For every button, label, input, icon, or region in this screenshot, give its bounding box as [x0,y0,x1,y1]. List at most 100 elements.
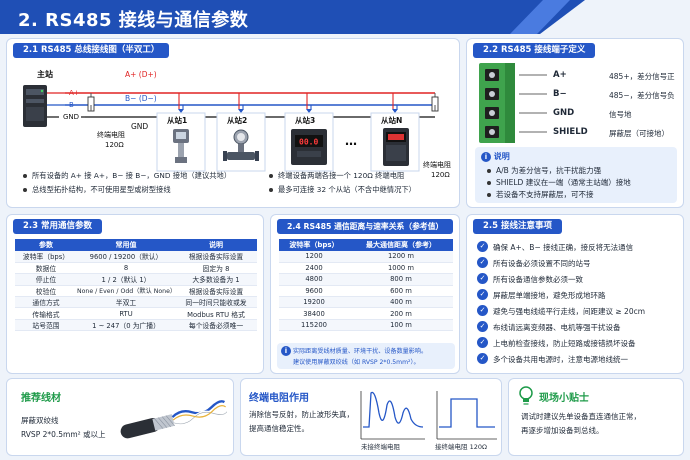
line-gnd-label: GND [131,122,148,131]
tip-title: 现场小贴士 [539,393,589,404]
left-resistor-value: 120Ω [105,141,124,149]
caution-item: 屏蔽层单端接地，避免形成地环路 [493,291,606,300]
twisted-pair-cable-icon [120,400,229,439]
more-slaves-ellipsis: … [345,134,357,148]
cable-title: 推荐线材 [21,393,61,404]
distance-col-header: 波特率（bps） [279,239,349,251]
caution-item: 避免与强电线缆平行走线，间距建议 ≥ 20cm [493,307,646,316]
meter-display-value: 00.0 [299,138,318,147]
page-title: 2. RS485 接线与通信参数 [18,10,249,31]
flowmeter-icon [223,129,259,161]
pressure-transmitter-icon [173,129,189,163]
terminal-block-image [479,63,515,143]
tip-text-2: 再逐步增加设备到总线。 [521,426,604,435]
caution-item: 所有设备必须设置不同的站号 [493,259,591,268]
terminal-definition-card: 2.2 RS485 接线端子定义 A+ 485+，差分信号正 B− 485−，差… [466,38,684,208]
slave-1-label: 从站1 [167,115,187,125]
waveform-with-resistor [436,391,497,440]
field-tip-card: 现场小贴士 调试时建议先单设备直连通信正常， 再逐步增加设备到总线。 [508,378,684,456]
table-row: 通信方式半双工同一时间只能收或发 [15,296,257,309]
terminal-note: A/B 为差分信号，抗干扰能力强 [487,165,601,176]
check-icon: ✓ [477,305,488,316]
master-label: 主站 [37,69,53,79]
caution-item: 上电前检查接线，防止短路或接错损坏设备 [493,339,636,348]
distance-note-box: i 实际距离受线材质量、环境干扰、设备数量影响。 建议使用屏蔽双绞线（如 RVS… [277,343,455,369]
caution-item: 多个设备共用电源时，注意电源地线统一 [493,355,628,364]
terminal-name-shield: SHIELD [553,127,588,137]
right-resistor-label: 终端电阻 [423,160,451,169]
terminal-resistor-card: 终端电阻作用 消除信号反射，防止波形失真， 提高通信稳定性。 未接终端电阻 接终… [240,378,502,456]
terminal-note-header: i 说明 [481,151,510,162]
comm-params-title: 2.3 常用通信参数 [13,219,103,234]
terminal-name-a: A+ [553,70,567,80]
caution-item: 布线请远离变频器、电机等强干扰设备 [493,323,621,332]
terminal-resistor-title: 终端电阻作用 [249,393,309,404]
distance-col-header: 最大通信距离（参考） [349,239,453,251]
wiring-note: 所有设备的 A+ 接 A+，B− 接 B−，GND 接地（建议共地） [23,171,231,181]
distance-note-2: 建议使用屏蔽双绞线（如 RVSP 2*0.5mm²）。 [293,359,420,366]
cautions-card: 2.5 接线注意事项 ✓ 确保 A+、B− 接线正确，接反将无法通信 ✓ 所有设… [466,214,684,374]
check-icon: ✓ [477,241,488,252]
line-a-label: A+ (D+) [125,70,157,79]
wiring-note: 终端设备两端各接一个 120Ω 终端电阻 [269,171,404,181]
check-icon: ✓ [477,353,488,364]
caution-item: 确保 A+、B− 接线正确，接反将无法通信 [493,243,634,252]
terminal-leader-lines [519,74,547,133]
terminal-note: 若设备不支持屏蔽层，可不接 [487,189,594,200]
controller-device-icon [383,128,409,166]
recommended-cable-card: 推荐线材 屏蔽双绞线 RVSP 2*0.5mm² 或以上 [6,378,234,456]
terminal-desc-gnd: 信号地 [609,110,632,119]
distance-note-1: 实际距离受线材质量、环境干扰、设备数量影响。 [293,348,428,355]
page-header: 2. RS485 接线与通信参数 [0,0,690,34]
check-icon: ✓ [477,289,488,300]
terminal-resistor-desc-1: 消除信号反射，防止波形失真， [249,410,354,419]
wiring-diagram-card: 2.1 RS485 总线接线图（半双工） 主站 A+ B− GND A+ (D+… [6,38,460,208]
params-col-header: 参数 [15,239,77,251]
wiring-note: 最多可连接 32 个从站（不含中继情况下） [269,185,416,195]
comm-params-card: 2.3 常用通信参数 参数 常用值 说明 波特率（bps）9600 / 1920… [6,214,264,374]
cable-spec: RVSP 2*0.5mm² 或以上 [21,430,106,439]
terminal-desc-b: 485−，差分信号负 [609,91,675,100]
slave-3-label: 从站3 [295,115,315,125]
terminal-note-box: i 说明 A/B 为差分信号，抗干扰能力强 SHIELD 建议在一端（通常主站端… [475,147,677,203]
tip-text-1: 调试时建议先单设备直连通信正常， [521,412,641,421]
waveform-without-resistor [360,391,425,440]
terminal-name-b: B− [553,89,567,99]
table-row: 波特率（bps）9600 / 19200（默认）根据设备实际设置 [15,251,257,263]
slave-2-label: 从站2 [227,115,247,125]
terminal-desc-a: 485+，差分信号正 [609,72,675,81]
caution-item: 所有设备通信参数必须一致 [493,275,583,284]
digital-meter-icon [291,129,327,165]
terminal-note: SHIELD 建议在一端（通常主站端）接地 [487,177,631,188]
line-b-label: B− (D−) [125,94,157,103]
params-col-header: 常用值 [77,239,175,251]
slave-n-label: 从站N [381,115,402,125]
info-icon: i [281,346,291,356]
cable-type: 屏蔽双绞线 [21,416,59,425]
left-resistor-label: 终端电阻 [97,130,125,139]
comm-params-table: 参数 常用值 说明 波特率（bps）9600 / 19200（默认）根据设备实际… [15,239,257,332]
check-icon: ✓ [477,257,488,268]
terminal-note-title: 说明 [493,152,510,161]
waveform-without-label: 未接终端电阻 [361,443,400,451]
distance-rate-card: 2.4 RS485 通信距离与速率关系（参考值） 波特率（bps） 最大通信距离… [270,214,460,374]
check-icon: ✓ [477,273,488,284]
wiring-note: 总线型拓扑结构，不可使用星型或树型接线 [23,185,171,195]
waveform-with-label: 接终端电阻 120Ω [435,443,487,451]
master-term-gnd: GND [63,113,79,121]
info-icon: i [481,152,491,162]
wiring-diagram: 主站 A+ B− GND A+ (D+) B− (D−) GND 终端电阻 12… [23,69,451,179]
